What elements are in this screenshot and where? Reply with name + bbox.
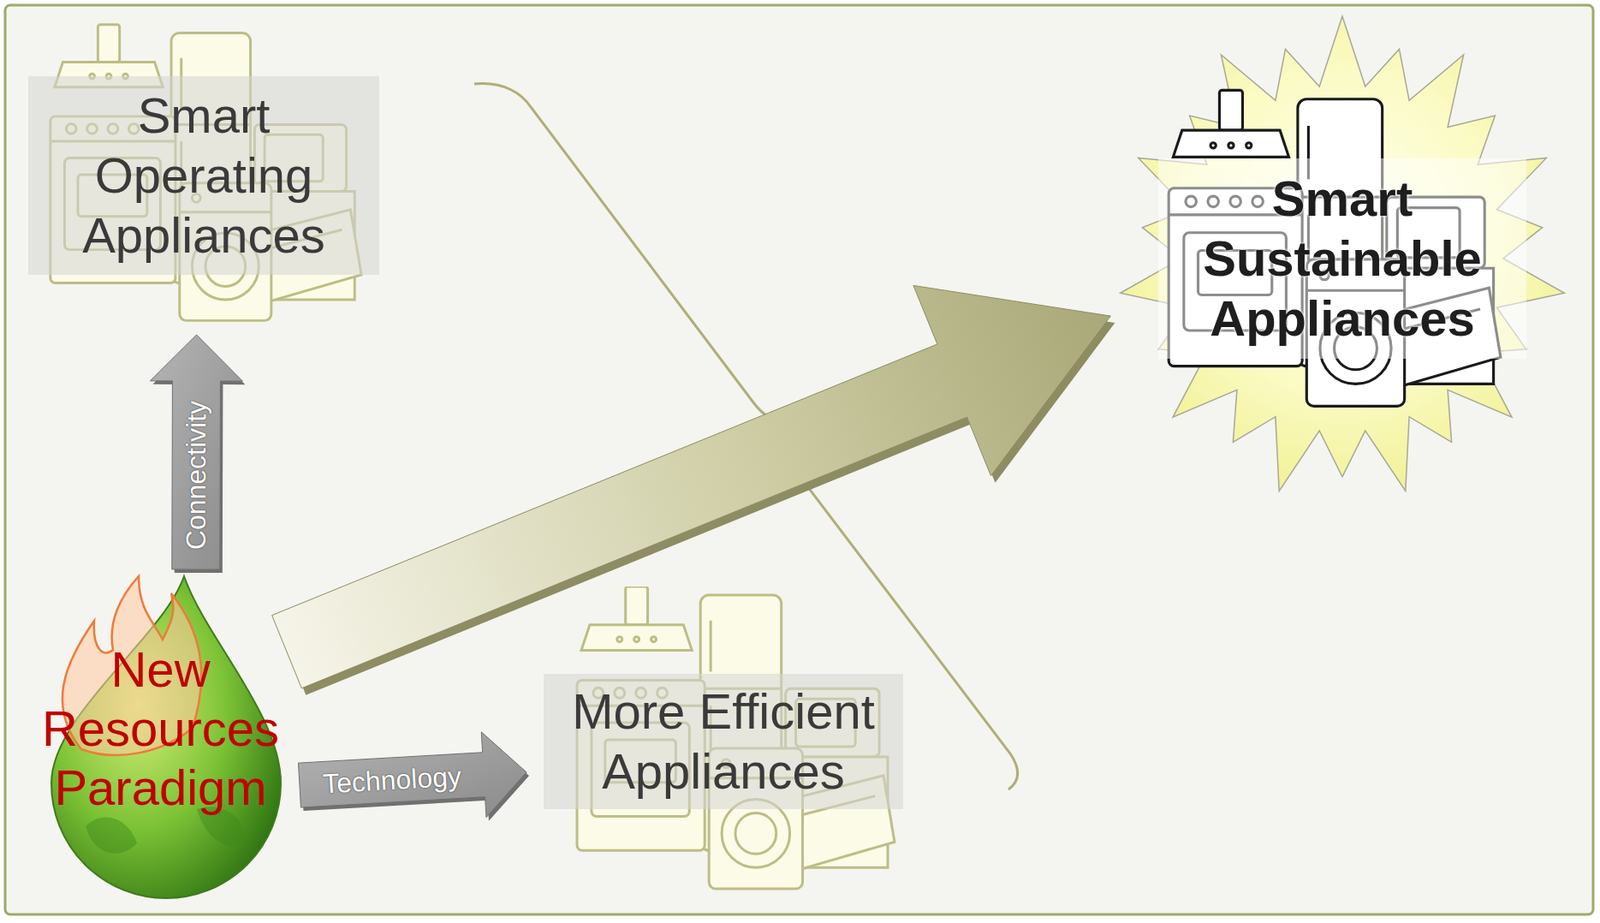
arrow-body [149,334,243,570]
frame [5,5,1594,915]
node-label: Smart Sustainable Appliances [1175,168,1510,349]
block-arrow [272,285,1116,695]
appliance-box: Smart Operating Appliances [28,76,380,275]
arrow-label: Connectivity [180,400,213,550]
node-label: More Efficient Appliances [560,681,887,802]
node-label: New Resources Paradigm [34,639,287,817]
block-arrow [297,731,530,821]
resource-drop: New Resources Paradigm [34,569,287,899]
starburst [1120,16,1565,492]
arrow-body [297,731,527,818]
appliance-box: More Efficient Appliances [543,673,904,809]
arrow-label: Technology [321,760,463,799]
block-arrow [149,334,245,573]
node-label: Smart Operating Appliances [45,85,363,266]
arrow-body [272,285,1112,688]
goal-box: Smart Sustainable Appliances [1158,158,1527,359]
